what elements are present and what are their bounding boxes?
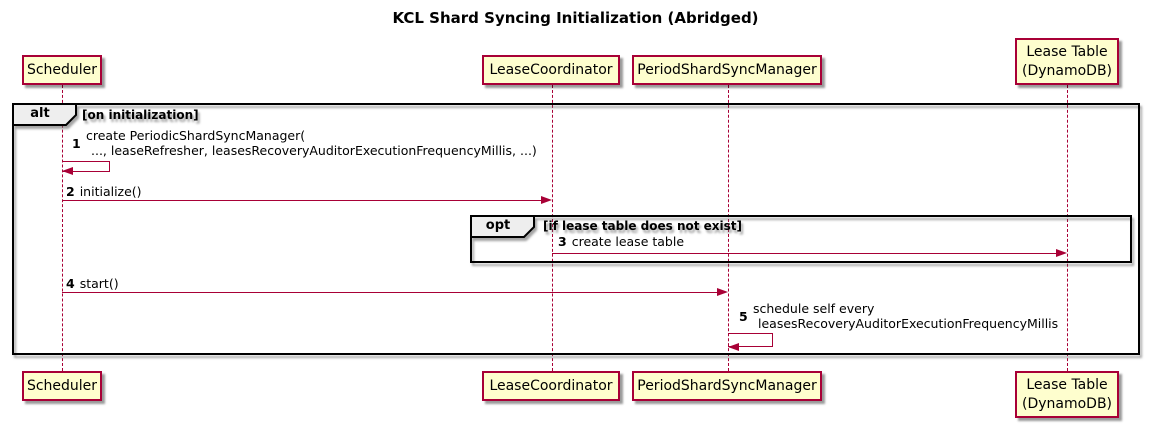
- participant-scheduler-top: Scheduler: [22, 55, 102, 85]
- participant-scheduler-bottom: Scheduler: [22, 371, 102, 401]
- message-5-number: 5: [739, 309, 748, 324]
- alt-frame-label: alt: [30, 106, 50, 121]
- opt-frame: opt [if lease table does not exist]: [470, 215, 1132, 263]
- opt-frame-label: opt: [485, 218, 511, 233]
- message-3-arrowhead-icon: [1056, 249, 1067, 257]
- message-1-number: 1: [72, 136, 81, 151]
- message-1-arrowhead-icon: [62, 167, 73, 175]
- participant-period-shard-sync-manager-bottom: PeriodShardSyncManager: [632, 371, 822, 401]
- message-5-label: schedule self every leasesRecoveryAudito…: [753, 301, 1059, 331]
- participant-lease-coordinator-top: LeaseCoordinator: [482, 55, 620, 85]
- lifeline-lease-table: [1067, 85, 1068, 371]
- participant-period-shard-sync-manager-top: PeriodShardSyncManager: [632, 55, 822, 85]
- diagram-title: KCL Shard Syncing Initialization (Abridg…: [392, 9, 759, 27]
- lifeline-period-shard-sync-manager: [728, 85, 729, 371]
- message-4-arrow: [62, 292, 719, 293]
- lifeline-scheduler: [62, 85, 63, 371]
- opt-frame-tab-icon: [470, 215, 535, 238]
- message-1-label: create PeriodicShardSyncManager( ..., le…: [86, 128, 537, 158]
- alt-frame-condition: [on initialization]: [82, 108, 199, 122]
- message-3-arrow: [552, 253, 1058, 254]
- participant-lease-coordinator-bottom: LeaseCoordinator: [482, 371, 620, 401]
- message-2-arrow: [62, 200, 543, 201]
- message-2-arrowhead-icon: [541, 196, 552, 204]
- participant-lease-table-bottom: Lease Table (DynamoDB): [1015, 371, 1119, 418]
- message-5-self-arrow: [728, 333, 773, 347]
- message-4-arrowhead-icon: [717, 288, 728, 296]
- participant-lease-table-top: Lease Table (DynamoDB): [1015, 38, 1119, 85]
- lifeline-lease-coordinator: [552, 85, 553, 371]
- opt-frame-condition: [if lease table does not exist]: [543, 219, 743, 233]
- alt-frame: alt [on initialization]: [12, 103, 1140, 355]
- alt-frame-tab-icon: [12, 103, 77, 126]
- message-1-self-arrow: [62, 161, 110, 172]
- message-5-arrowhead-icon: [728, 343, 739, 351]
